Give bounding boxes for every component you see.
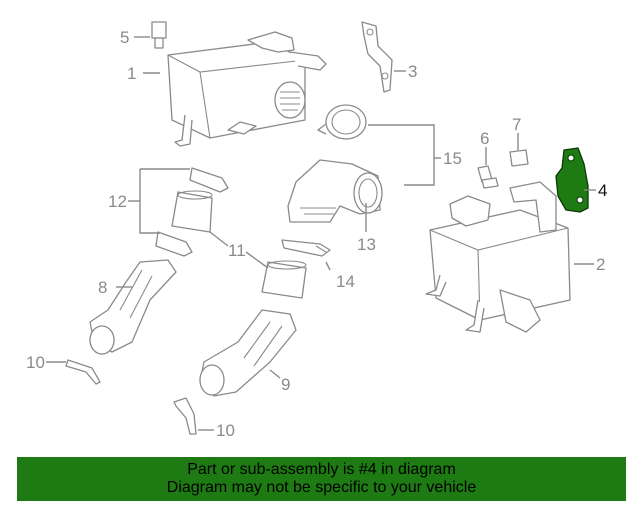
- part-15-clamp: [317, 104, 367, 140]
- callout-2: 2: [596, 255, 605, 274]
- parts-diagram: 5 1 3 6 7 15 4 12 13 11 2 14 8 10 9 10: [26, 21, 607, 440]
- part-8-intake-duct: [89, 259, 177, 355]
- part-1-intercooler: [167, 31, 327, 147]
- part-4-bracket-highlighted: [555, 147, 589, 213]
- part-12-clamps: [155, 167, 229, 257]
- part-13-elbow-hose: [287, 159, 383, 223]
- banner-line-2: Diagram may not be specific to your vehi…: [166, 479, 477, 496]
- part-14-clamp: [281, 239, 331, 257]
- part-10-rings: [65, 359, 197, 435]
- callout-13: 13: [357, 235, 376, 254]
- callout-5: 5: [120, 28, 129, 47]
- callout-10-bottom: 10: [216, 421, 235, 440]
- callout-10-left: 10: [26, 353, 45, 372]
- callout-1: 1: [127, 64, 136, 83]
- part-6-7-fittings: [477, 149, 529, 189]
- callout-3: 3: [408, 62, 417, 81]
- callout-9: 9: [281, 375, 290, 394]
- part-5-sensor: [151, 21, 167, 49]
- callout-6: 6: [480, 129, 489, 148]
- leader-lines: [46, 36, 596, 431]
- callout-4: 4: [598, 181, 607, 200]
- info-banner: Part or sub-assembly is #4 in diagram Di…: [17, 457, 626, 501]
- part-9-intake-duct: [199, 309, 297, 397]
- part-3-bracket: [361, 21, 393, 93]
- callout-15: 15: [443, 149, 462, 168]
- part-2-intercooler: [425, 181, 571, 333]
- callout-12: 12: [108, 192, 127, 211]
- callout-7: 7: [512, 115, 521, 134]
- banner-line-1: Part or sub-assembly is #4 in diagram: [187, 461, 456, 478]
- callout-8: 8: [98, 278, 107, 297]
- callout-11: 11: [228, 241, 246, 260]
- callout-14: 14: [336, 272, 355, 291]
